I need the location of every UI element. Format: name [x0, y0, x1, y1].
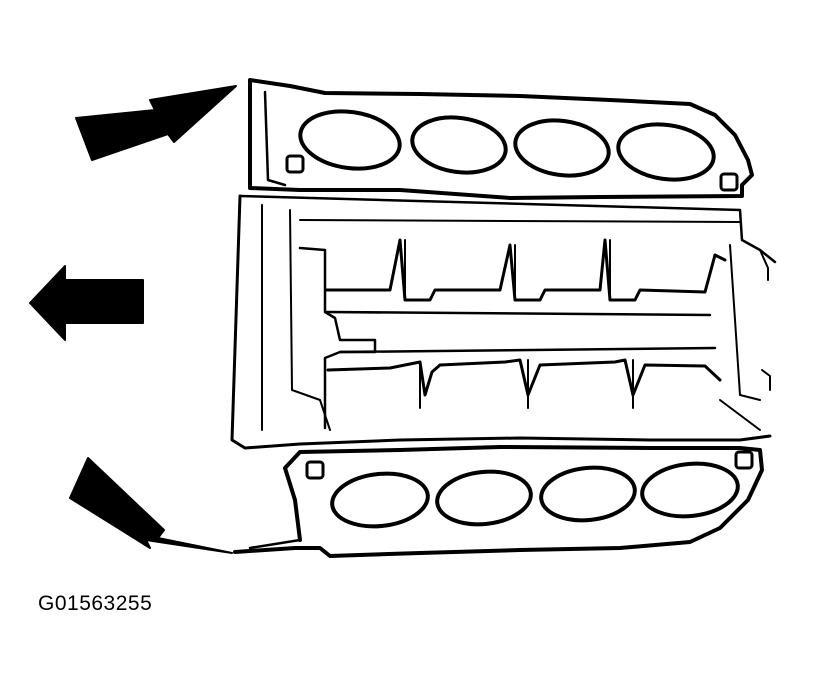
lower-bore-3: [539, 465, 637, 523]
lower-bore-4: [640, 461, 740, 519]
figure-code: G01563255: [38, 592, 153, 615]
lower-head-gasket: [233, 445, 764, 558]
arrow-lower-left-icon: [69, 457, 233, 554]
lower-bore-2: [435, 469, 533, 527]
upper-bore-2: [410, 115, 508, 175]
upper-bore-4: [616, 122, 716, 182]
arrow-left-icon: [29, 265, 144, 341]
upper-bore-3: [513, 118, 611, 178]
arrow-upper-left-icon: [75, 85, 237, 161]
crankshaft-area: [298, 238, 727, 430]
upper-head-gasket: [248, 78, 754, 200]
upper-bore-1: [298, 109, 402, 171]
lower-bore-1: [330, 471, 430, 529]
engine-block: [230, 194, 777, 450]
